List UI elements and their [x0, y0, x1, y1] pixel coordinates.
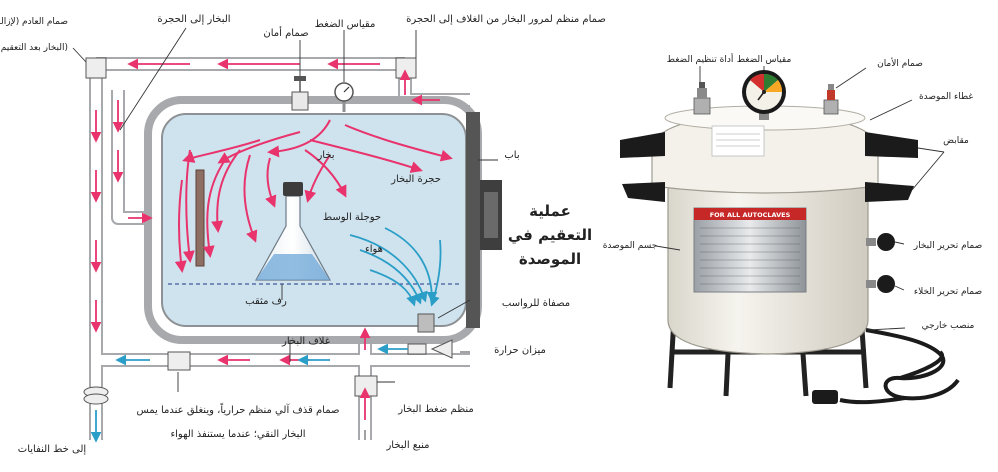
label-thermo-valve-1: صمام قذف آلي منظم حرارياً، وينغلق عندما …	[137, 402, 340, 416]
condensate-arrows	[90, 343, 408, 443]
pressure-adjuster	[693, 82, 711, 115]
title-line-2: التعقيم في	[508, 226, 592, 244]
steam-pipe-arrows	[90, 58, 440, 420]
plate-text: FOR ALL AUTOCLAVES	[710, 211, 791, 219]
label-vacuum-release: صمام تحرير الخلاء	[914, 287, 982, 297]
safety-valve-knob	[823, 84, 839, 115]
autoclave-schematic: صمام العادم (لإزالة البخار بعد التعقيم) …	[0, 14, 606, 455]
pressure-regulator	[354, 375, 378, 397]
leader-lines	[72, 27, 498, 440]
thermostatic-valve	[167, 351, 191, 371]
label-exhaust-valve-2: البخار بعد التعقيم)	[1, 43, 68, 53]
power-cord	[839, 328, 960, 405]
label-lid: غطاء الموصدة	[919, 92, 973, 102]
sediment-strainer	[417, 313, 435, 333]
label-steam-chamber: حجرة البخار	[390, 174, 441, 185]
label-gauge: مقياس الضغط	[737, 55, 792, 65]
label-thermometer: ميزان حرارة	[494, 345, 546, 356]
label-pressure-adjuster: أداة تنظيم الضغط	[667, 53, 734, 65]
medium-flask	[254, 182, 332, 281]
right-leader-lines	[655, 66, 945, 331]
label-external-socket: منصب خارجي	[922, 321, 975, 331]
steam-release-knob	[866, 233, 895, 251]
label-safety-valve-right: صمام الأمان	[877, 57, 923, 69]
label-body: جسم الموصدة	[603, 241, 658, 251]
label-thermo-valve-2: البخار النقي؛ عندما يستنفذ الهواء	[170, 429, 305, 440]
label-jacket-valve: صمام منظم لمرور البخار من الغلاف إلى الح…	[406, 14, 606, 25]
title-line-1: عملية	[529, 202, 571, 220]
label-pressure-regulator: منظم ضغط البخار	[397, 404, 474, 415]
label-air: هواء	[365, 244, 383, 255]
label-perforated-shelf: رف مثقب	[245, 296, 287, 307]
handles	[620, 132, 918, 202]
label-medium-flask: حوجلة الوسط	[323, 212, 381, 223]
label-pressure-gauge: مقياس الضغط	[315, 19, 376, 30]
specification-plate	[693, 207, 807, 293]
steam-flow-arrows	[174, 119, 453, 273]
label-steam: بخار	[316, 150, 334, 161]
pressure-gauge-dial	[742, 70, 786, 120]
label-steam-jacket: غلاف البخار	[281, 336, 330, 347]
baffle-plate	[195, 169, 205, 267]
label-steam-release: صمام تحرير البخار	[913, 241, 983, 251]
label-exhaust-valve: صمام العادم (لإزالة	[0, 17, 68, 27]
safety-valve	[291, 76, 309, 111]
autoclave-photo: FOR ALL AUTOCLAVES	[603, 53, 983, 405]
label-to-drain: إلى خط النفايات	[18, 444, 87, 455]
label-steam-to-chamber: البخار إلى الحجرة	[157, 14, 230, 25]
vacuum-release-knob	[866, 275, 895, 293]
drain-trap	[83, 386, 109, 405]
exhaust-valve	[85, 57, 107, 79]
label-sediment-strainer: مصفاة للرواسب	[502, 298, 570, 309]
power-plug	[812, 390, 838, 404]
label-steam-source: منبع البخار	[385, 440, 429, 451]
label-handles: مقابض	[943, 136, 969, 146]
label-door: باب	[504, 150, 519, 161]
jacket-valve	[395, 57, 417, 79]
door	[466, 112, 480, 328]
label-safety-valve: صمام أمان	[263, 26, 308, 39]
title-line-3: الموصدة	[519, 250, 581, 268]
pressure-gauge	[334, 82, 354, 112]
air-flow-arrows	[349, 227, 442, 307]
